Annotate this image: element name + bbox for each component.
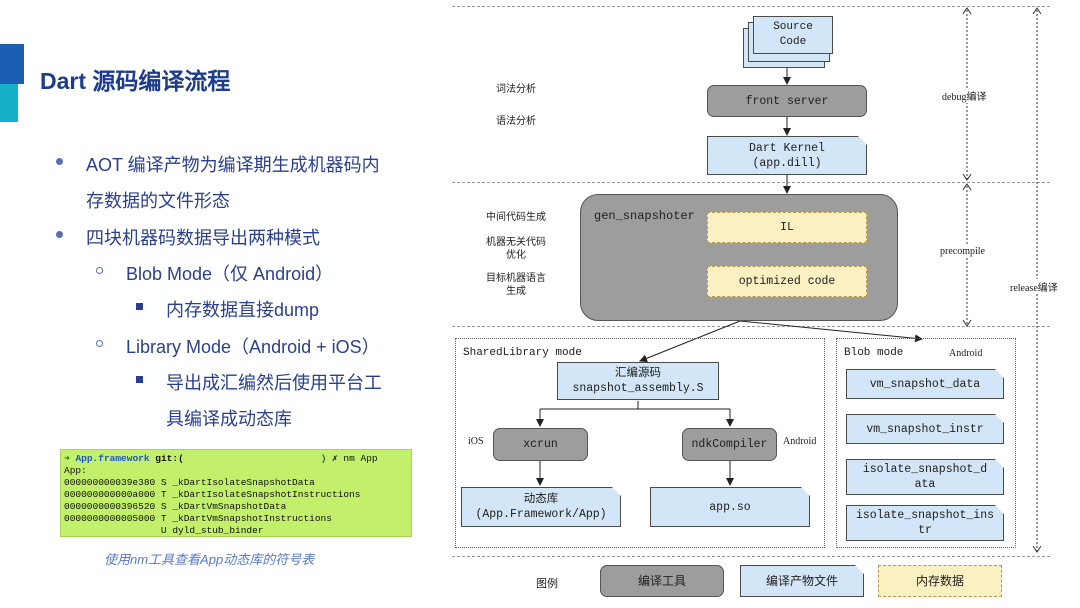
optimized-code-label: optimized code <box>738 275 836 288</box>
label-release-compile: release编译 <box>1010 279 1058 294</box>
dylib-line2: (App.Framework/App) <box>475 508 607 521</box>
il-label: IL <box>780 221 794 234</box>
bullet-1-line1: AOT 编译产物为编译期生成机器码内 <box>86 155 380 175</box>
decor-bar-cyan <box>0 84 18 122</box>
gen-snapshoter-label: gen_snapshoter <box>594 209 695 223</box>
sub-bullet-library: Library Mode（Android + iOS） <box>126 337 380 357</box>
label-ios: iOS <box>468 436 484 447</box>
label-machine-independent: 机器无关代码 优化 <box>480 236 552 262</box>
terminal-line: App: <box>64 465 87 476</box>
dart-kernel-box: Dart Kernel(app.dill) <box>707 136 867 175</box>
separator-debug <box>452 182 1050 183</box>
legend-memory-label: 内存数据 <box>915 573 964 588</box>
blob-item-line1: isolate_snapshot_ins <box>855 509 995 522</box>
il-box: IL <box>707 212 867 243</box>
prompt-git: git:( <box>155 453 184 464</box>
assembly-line2: snapshot_assembly.S <box>572 382 704 395</box>
bullet-dot <box>56 231 63 238</box>
terminal-line: 000000000039e380 S _kDartIsolateSnapshot… <box>64 477 315 488</box>
front-server-label: front server <box>745 94 829 108</box>
dylib-line1: 动态库 <box>523 493 559 506</box>
blob-item: vm_snapshot_data <box>846 369 1004 399</box>
shared-library-title: SharedLibrary mode <box>463 347 582 359</box>
sub-sub-bullet-square <box>136 303 143 310</box>
blob-mode-region <box>836 338 1016 548</box>
label-intermediate-code: 中间代码生成 <box>486 212 546 223</box>
separator-precompile <box>452 326 1050 327</box>
separator-top <box>452 6 1050 7</box>
assembly-source-box: 汇编源码 snapshot_assembly.S <box>557 362 719 400</box>
terminal-nm-output: ➜ App.framework git:( ) ✗ nm App App: 00… <box>60 449 412 537</box>
label-mi-line2: 优化 <box>506 250 526 261</box>
bullet-1-line2: 存数据的文件形态 <box>86 191 230 211</box>
blob-item-line2: ata <box>914 478 936 491</box>
blob-item-line1: isolate_snapshot_d <box>862 463 988 476</box>
terminal-caption: 使用nm工具查看App动态库的符号表 <box>104 552 315 567</box>
separator-bottom <box>452 556 1050 557</box>
terminal-line: U dyld_stub_binder <box>64 525 264 536</box>
optimized-code-box: optimized code <box>707 266 867 297</box>
legend-artifact-label: 编译产物文件 <box>765 573 838 588</box>
label-debug-compile: debug编译 <box>942 88 987 103</box>
ndk-compiler-label: ndkCompiler <box>691 438 768 451</box>
label-syntax-analysis: 语法分析 <box>496 116 536 127</box>
label-target-machine: 目标机器语言 生成 <box>480 272 552 298</box>
blob-item-label: vm_snapshot_data <box>869 377 981 391</box>
source-code-line1: Source <box>773 21 813 33</box>
label-tm-line2: 生成 <box>506 286 526 297</box>
app-so-box: app.so <box>650 487 810 527</box>
source-code-line2: Code <box>779 36 807 48</box>
label-mi-line1: 机器无关代码 <box>486 237 546 248</box>
bullet-2: 四块机器码数据导出两种模式 <box>86 228 320 248</box>
label-android-shared: Android <box>783 436 817 447</box>
label-lexical-analysis: 词法分析 <box>496 84 536 95</box>
arrow-to-blob-mode <box>739 320 923 343</box>
dylib-box: 动态库 (App.Framework/App) <box>461 487 621 527</box>
xcrun-label: xcrun <box>523 438 558 451</box>
bullet-dot <box>56 158 63 165</box>
prompt-arrow: ➜ <box>64 453 70 464</box>
sub-bullet-ring <box>96 267 103 274</box>
dart-kernel-line2: (app.dill) <box>752 156 822 170</box>
label-android-blob: Android <box>949 348 983 359</box>
legend-artifact: 编译产物文件 <box>740 565 864 597</box>
ndk-compiler-box: ndkCompiler <box>682 428 777 461</box>
sub-sub-bullet-asm-line2: 具编译成动态库 <box>166 409 292 429</box>
legend-label: 图例 <box>536 578 558 590</box>
sub-bullet-blob: Blob Mode（仅 Android） <box>126 264 334 284</box>
decor-bar-blue <box>0 44 24 84</box>
legend-tool-label: 编译工具 <box>637 573 686 588</box>
sub-sub-bullet-dump: 内存数据直接dump <box>166 300 320 320</box>
assembly-line1: 汇编源码 <box>615 367 661 380</box>
legend-memory: 内存数据 <box>878 565 1002 597</box>
dart-kernel-line1: Dart Kernel <box>749 141 825 155</box>
app-so-label: app.so <box>709 500 751 514</box>
blob-item-line2: tr <box>918 524 932 537</box>
sub-bullet-ring <box>96 340 103 347</box>
blob-mode-title: Blob mode <box>844 347 904 359</box>
shared-library-region <box>455 338 825 548</box>
terminal-line: 000000000000a000 T _kDartIsolateSnapshot… <box>64 489 361 500</box>
terminal-prompt: ➜ App.framework git:( ) ✗ nm App <box>64 453 378 464</box>
label-tm-line1: 目标机器语言 <box>486 273 546 284</box>
sub-sub-bullet-asm-line1: 导出成汇编然后使用平台工 <box>166 373 382 393</box>
front-server-box: front server <box>707 85 867 117</box>
terminal-line: 0000000000396520 S _kDartVmSnapshotData <box>64 501 287 512</box>
label-precompile: precompile <box>940 246 985 257</box>
terminal-line: 0000000000005000 T _kDartVmSnapshotInstr… <box>64 513 332 524</box>
prompt-dir: App.framework <box>75 453 150 464</box>
xcrun-box: xcrun <box>493 428 588 461</box>
sub-sub-bullet-square <box>136 376 143 383</box>
legend-tool: 编译工具 <box>600 565 724 597</box>
prompt-command: ) ✗ nm App <box>320 453 378 464</box>
blob-item: vm_snapshot_instr <box>846 414 1004 444</box>
blob-item-label: vm_snapshot_instr <box>866 422 984 436</box>
slide-title: Dart 源码编译流程 <box>40 68 231 94</box>
